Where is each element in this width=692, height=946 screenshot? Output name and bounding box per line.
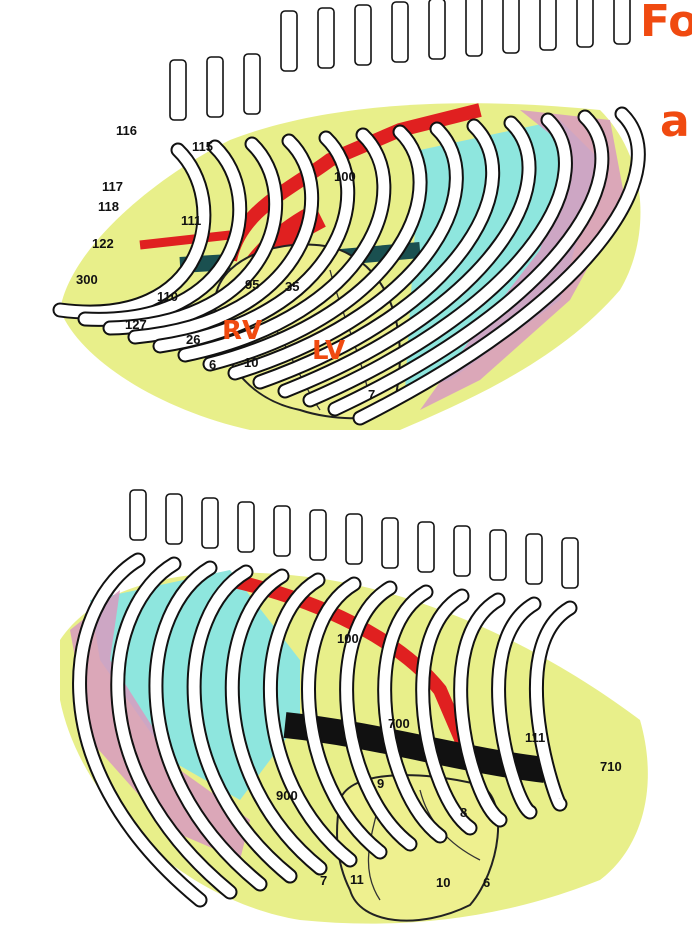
vertebra-spinous-process bbox=[502, 0, 520, 54]
brachiocephalic-artery bbox=[139, 230, 231, 250]
vertebra-spinous-process bbox=[561, 537, 579, 589]
label-710: 710 bbox=[600, 759, 622, 774]
label-26: 26 bbox=[186, 332, 201, 347]
label-127: 127 bbox=[125, 317, 147, 332]
label-116: 116 bbox=[116, 123, 137, 138]
vertebra-spinous-process bbox=[243, 53, 261, 115]
ribs-top bbox=[52, 106, 646, 426]
vertebra-spinous-process bbox=[317, 7, 335, 69]
vertebra-spinous-process bbox=[489, 529, 507, 581]
vertebra-spinous-process bbox=[381, 517, 399, 569]
vertebra-spinous-process bbox=[345, 513, 363, 565]
vertebra-spinous-process bbox=[280, 10, 298, 72]
vertebra-spinous-process bbox=[201, 497, 219, 549]
rib bbox=[204, 126, 426, 370]
rib bbox=[74, 554, 206, 906]
label-35: 35 bbox=[285, 279, 300, 294]
rib bbox=[455, 594, 506, 826]
label-7: 7 bbox=[368, 387, 376, 402]
rib bbox=[354, 108, 644, 424]
rib bbox=[379, 586, 446, 842]
vertebra-spinous-process bbox=[428, 0, 446, 60]
label-700: 700 bbox=[388, 716, 410, 731]
rib bbox=[530, 602, 576, 810]
label-7: 7 bbox=[320, 873, 328, 888]
rib bbox=[303, 578, 386, 858]
ribs-bottom bbox=[72, 552, 578, 908]
label-111: 111 bbox=[181, 213, 202, 228]
vertebra-spinous-process bbox=[129, 489, 147, 541]
label-118: 118 bbox=[98, 199, 119, 214]
rib bbox=[417, 590, 476, 834]
rib bbox=[54, 144, 210, 318]
rib bbox=[129, 135, 318, 343]
vertebrae-bottom bbox=[129, 489, 579, 589]
label-10: 10 bbox=[244, 355, 259, 370]
label-8: 8 bbox=[460, 805, 468, 820]
rib bbox=[304, 114, 571, 406]
rib bbox=[179, 129, 390, 361]
vertebra-spinous-process bbox=[525, 533, 543, 585]
label-6: 6 bbox=[483, 875, 491, 890]
rib bbox=[112, 558, 236, 898]
rib bbox=[229, 123, 462, 379]
vertebra-spinous-process bbox=[576, 0, 594, 48]
vertebra-spinous-process bbox=[391, 1, 409, 63]
rib bbox=[79, 141, 246, 325]
rib bbox=[254, 120, 499, 388]
rib bbox=[154, 132, 354, 352]
rib bbox=[226, 570, 326, 874]
pink-region bbox=[70, 590, 250, 860]
handwritten-rv: RV bbox=[222, 316, 263, 346]
label-115: 115 bbox=[192, 139, 213, 154]
bottom-right-lateral-view bbox=[60, 489, 648, 924]
annotation-text-line1: Fo bbox=[640, 0, 692, 47]
label-117: 117 bbox=[102, 179, 123, 194]
label-10: 10 bbox=[436, 875, 451, 890]
rib bbox=[279, 117, 535, 397]
vertebrae-top bbox=[169, 0, 631, 121]
vertebra-spinous-process bbox=[165, 493, 183, 545]
label-110: 110 bbox=[157, 289, 178, 304]
rib bbox=[104, 138, 282, 334]
vertebra-spinous-process bbox=[613, 0, 631, 45]
rib bbox=[341, 582, 416, 850]
top-left-lateral-view bbox=[52, 0, 646, 430]
vertebra-spinous-process bbox=[539, 0, 557, 51]
annotation-text-line2: a bbox=[660, 96, 690, 147]
label-100: 100 bbox=[337, 631, 359, 646]
vertebra-spinous-process bbox=[417, 521, 435, 573]
rib bbox=[264, 574, 356, 866]
vertebra-spinous-process bbox=[453, 525, 471, 577]
rib bbox=[493, 598, 540, 818]
label-111: 111 bbox=[525, 730, 546, 745]
vertebra-spinous-process bbox=[169, 59, 187, 121]
label-900: 900 bbox=[276, 788, 298, 803]
label-95: 95 bbox=[245, 277, 260, 292]
pink-region bbox=[420, 110, 625, 410]
label-11: 11 bbox=[350, 872, 364, 887]
label-122: 122 bbox=[92, 236, 114, 251]
rib bbox=[150, 562, 266, 890]
vertebra-spinous-process bbox=[354, 4, 372, 66]
vertebra-spinous-process bbox=[465, 0, 483, 57]
handwritten-lv: LV bbox=[312, 336, 346, 366]
vertebra-spinous-process bbox=[309, 509, 327, 561]
vertebra-spinous-process bbox=[273, 505, 291, 557]
rib bbox=[329, 111, 608, 415]
label-300: 300 bbox=[76, 272, 98, 287]
label-100: 100 bbox=[334, 169, 356, 184]
label-9: 9 bbox=[377, 776, 385, 791]
vertebra-spinous-process bbox=[206, 56, 224, 118]
label-6: 6 bbox=[209, 357, 217, 372]
rib bbox=[188, 566, 296, 882]
vertebra-spinous-process bbox=[237, 501, 255, 553]
